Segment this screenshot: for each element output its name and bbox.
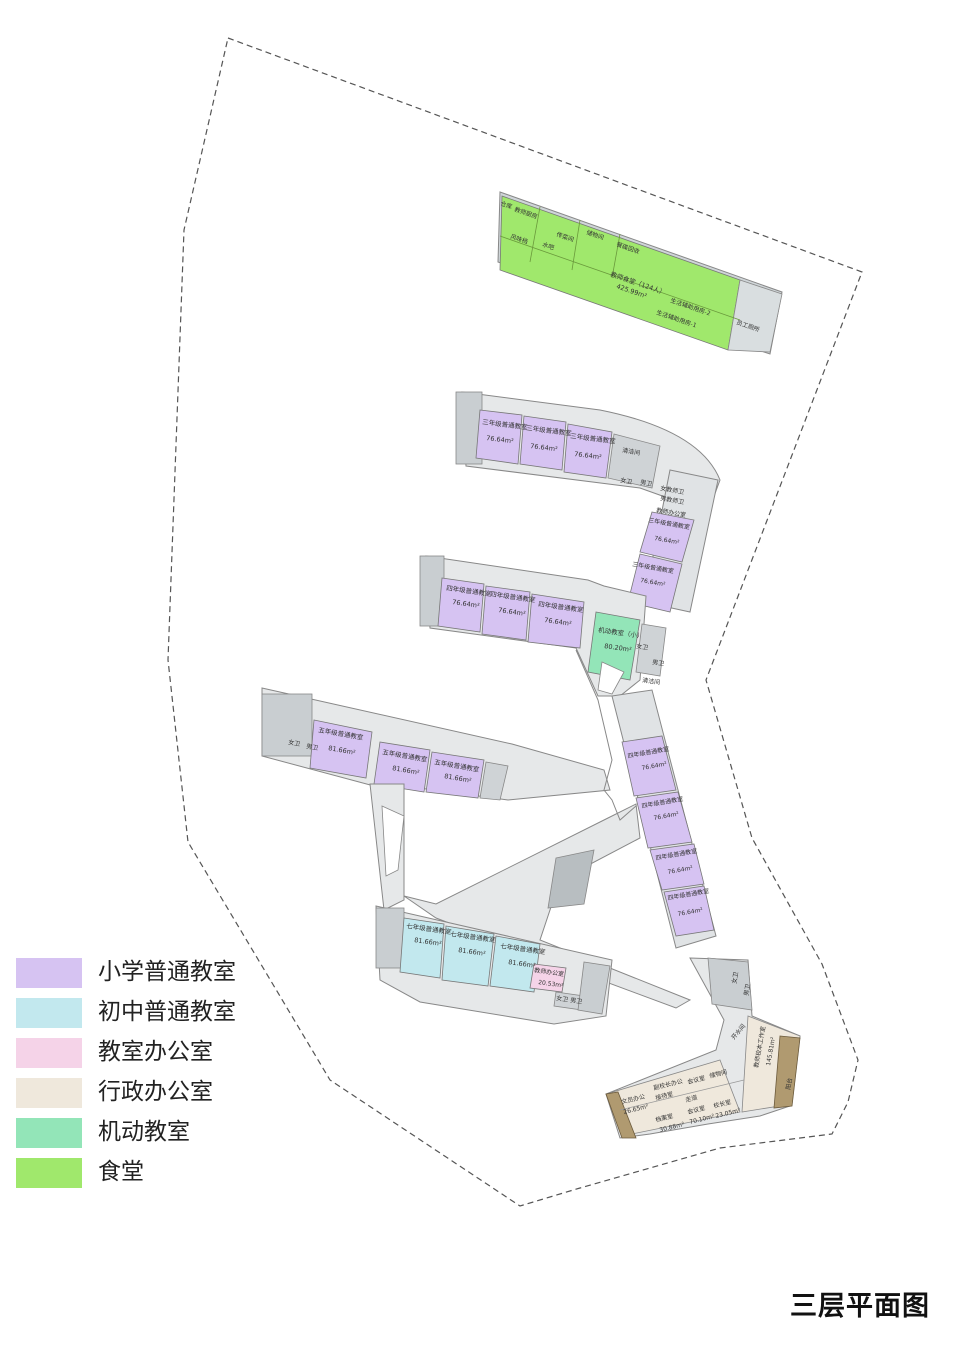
east-north-classroom-2-area: 76.64m² (640, 577, 667, 588)
south-classroom-2-area: 81.66m² (458, 946, 487, 958)
canteen-building: 教师食堂（124人） 425.99m² 仓库 教师厨房 风味档 水吧 传菜间 储… (497, 191, 783, 355)
south-office-area: 20.53m² (538, 979, 565, 990)
middle-male-wc: 男卫 (652, 659, 665, 668)
circulation (369, 649, 692, 1009)
legend-item-canteen: 食堂 (16, 1156, 336, 1190)
legend-label: 机动教室 (98, 1119, 190, 1145)
legend-item-admin-office: 行政办公室 (16, 1076, 336, 1110)
admin-male-wc: 男卫 (743, 983, 752, 996)
legend-swatch (16, 1078, 82, 1108)
north-classroom-3-area: 76.64m² (574, 450, 603, 461)
east-classroom-2-area: 76.64m² (653, 811, 680, 822)
legend-label: 初中普通教室 (98, 999, 236, 1025)
south-male-wc: 男卫 (570, 997, 583, 1006)
legend-swatch (16, 1118, 82, 1148)
west-male-wc: 男卫 (306, 743, 319, 752)
north-cleaning-label: 清洁间 (622, 446, 641, 457)
legend-label: 小学普通教室 (98, 959, 236, 985)
admin-balcony-label: 阳台 (784, 1077, 794, 1090)
legend-item-middle-classroom: 初中普通教室 (16, 996, 336, 1030)
site-boundary (167, 37, 863, 1207)
east-classroom-3-area: 76.64m² (667, 865, 694, 876)
north-classroom-2-area: 76.64m² (530, 442, 559, 453)
east-wing: 四年级普通教室 76.64m² 四年级普通教室 76.64m² 四年级普通教室 … (611, 689, 717, 949)
west-female-wc: 女卫 (288, 738, 301, 748)
middle-classroom-2-area: 76.64m² (498, 606, 527, 618)
admin-corridor-label: 走道 (685, 1093, 699, 1104)
middle-classroom-3-area: 76.64m² (544, 616, 573, 628)
legend-swatch (16, 958, 82, 988)
south-wing: 七年级普通教室 81.66m² 七年级普通教室 81.66m² 七年级普通教室 … (375, 905, 613, 1025)
middle-cleaning-label: 清洁间 (642, 676, 661, 686)
north-wing: 三年级普通教室 76.64m² 三年级普通教室 76.64m² 三年级普通教室 … (455, 391, 721, 557)
canteen-waterbar-label: 水吧 (541, 240, 555, 251)
legend-swatch (16, 998, 82, 1028)
east-classroom-1-area: 76.64m² (641, 761, 668, 772)
canteen-storage-label: 仓库 (499, 199, 513, 210)
east-north-wing: 男教师卫 女教师卫 教师办公室 三年级普通教室 76.64m² 三年级普通教室 … (627, 469, 719, 613)
north-classroom-1-area: 76.64m² (486, 434, 515, 445)
east-north-classroom-1-area: 76.64m² (654, 535, 681, 546)
legend-swatch (16, 1158, 82, 1188)
legend-label: 行政办公室 (98, 1079, 213, 1105)
middle-female-wc: 女卫 (636, 642, 649, 652)
south-classroom-1-area: 81.66m² (414, 936, 443, 948)
legend-swatch (16, 1038, 82, 1068)
admin-building: 教师校本工作室 145.81m² 女卫 男卫 开水间 阳台 文员办公 26.65… (605, 957, 801, 1139)
north-male-wc: 男卫 (640, 479, 653, 488)
admin-female-wc: 女卫 (730, 971, 740, 984)
middle-classroom-1-area: 76.64m² (452, 598, 481, 610)
west-wing: 五年级普通教室 81.66m² 五年级普通教室 81.66m² 五年级普通教室 … (261, 687, 611, 801)
legend-item-primary-classroom: 小学普通教室 (16, 956, 336, 990)
north-female-wc: 女卫 (620, 476, 633, 486)
flex-classroom-area: 80.20m² (604, 642, 633, 654)
legend-item-flexible-classroom: 机动教室 (16, 1116, 336, 1150)
south-classroom-3-area: 81.66m² (508, 958, 537, 970)
east-classroom-4-area: 76.64m² (677, 907, 704, 918)
figure-title: 三层平面图 (790, 1291, 930, 1322)
legend-label: 食堂 (98, 1159, 144, 1185)
legend-label: 教室办公室 (98, 1039, 213, 1065)
middle-wing: 四年级普通教室 76.64m² 四年级普通教室 76.64m² 四年级普通教室 … (419, 555, 667, 697)
legend-item-teacher-office: 教室办公室 (16, 1036, 336, 1070)
south-female-wc: 女卫 (556, 994, 569, 1004)
